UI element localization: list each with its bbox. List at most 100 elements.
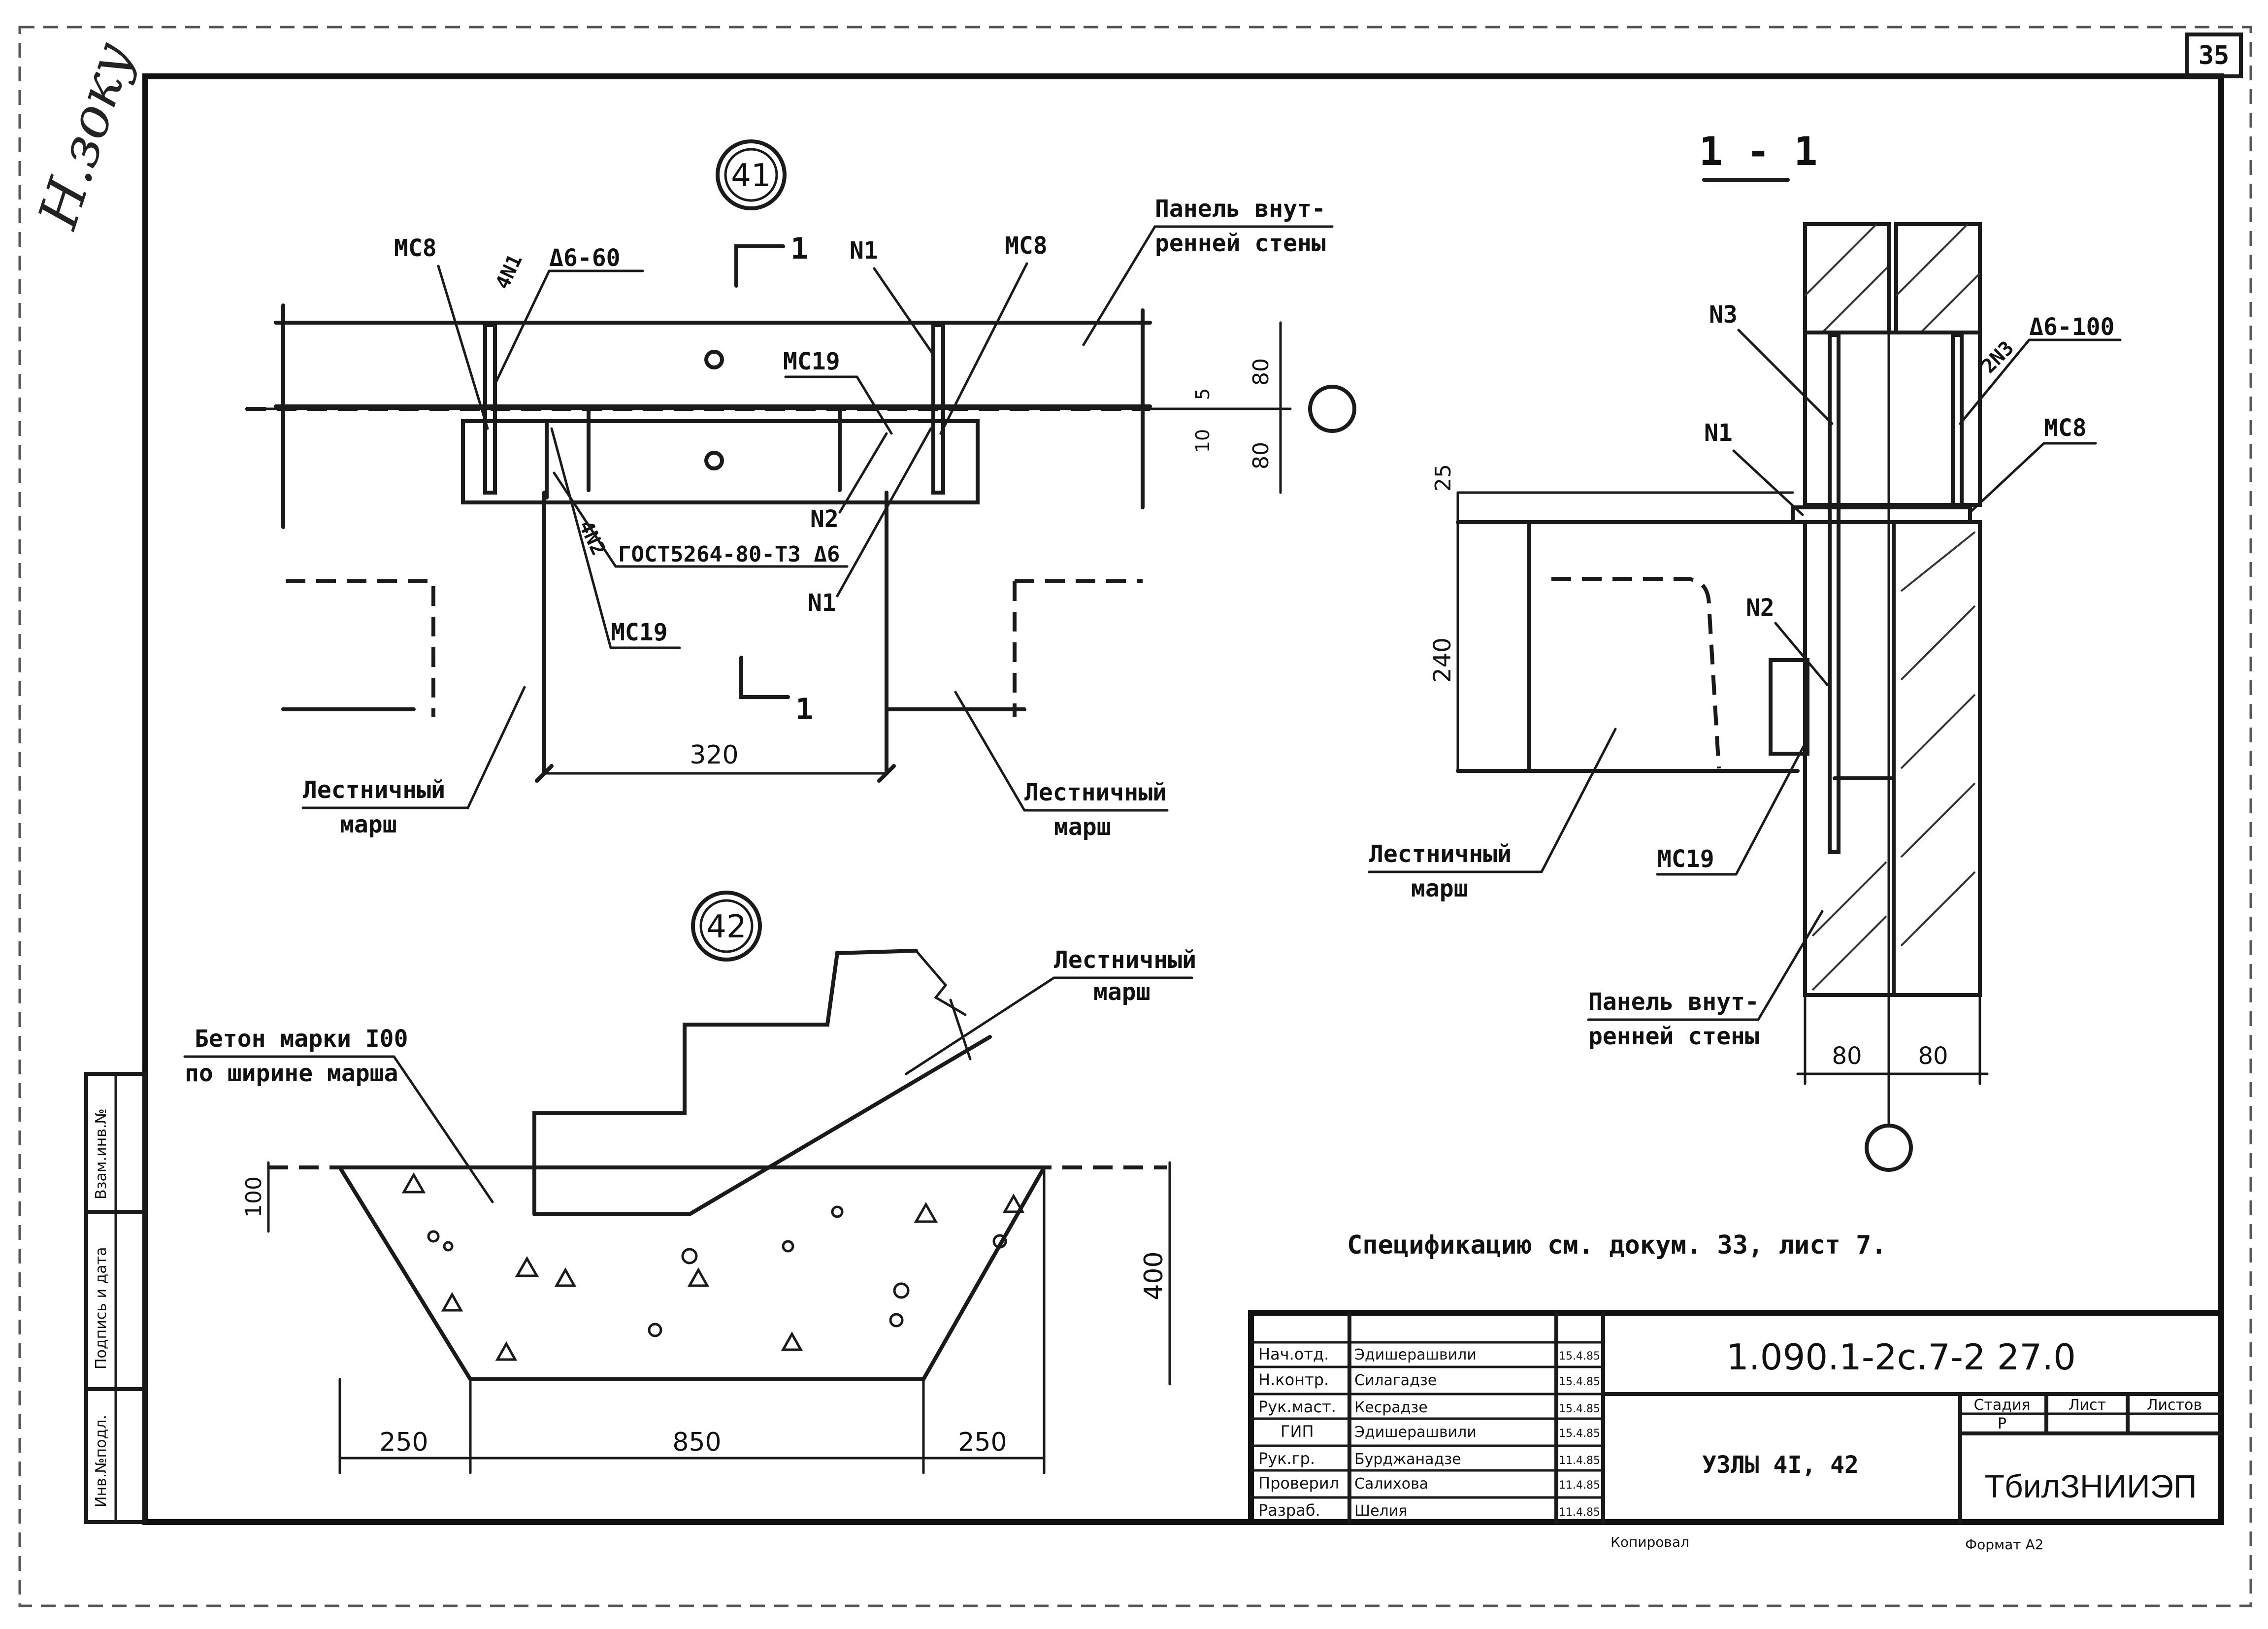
row-5-name: Салихова <box>1354 1475 1428 1493</box>
side-stamp-inv: Инв.№подл. <box>93 1415 110 1507</box>
leader-stair-right <box>954 691 1026 812</box>
label-n1-top: N1 <box>850 237 878 265</box>
section-arrow-top <box>734 244 785 288</box>
label-mc19-bottom: МС19 <box>611 619 668 646</box>
row-2-name: Кесрадзе <box>1354 1399 1428 1416</box>
side-stamp: Инв.№подл. Подпись и дата Взам.инв.№ <box>84 1072 147 1524</box>
dim-5: 5 <box>1192 388 1214 400</box>
plate-mc19-section <box>1769 658 1809 756</box>
dim-100: 100 <box>241 1176 266 1218</box>
dim-80-left: 80 <box>1832 1042 1862 1070</box>
section-title: 1 - 1 <box>1699 129 1818 174</box>
leader-n2-section <box>1774 622 1829 686</box>
label-weld-4n1: 4N1 <box>491 251 526 293</box>
leader-panel-section <box>1757 910 1824 1021</box>
dim-850: 850 <box>672 1428 721 1457</box>
leader-mc19-bottom <box>550 427 612 649</box>
label-stair-left-line2: марш <box>340 811 397 838</box>
label-mc19-top: МС19 <box>783 348 840 375</box>
stair-right-outline <box>1013 579 1143 717</box>
row-1-date: 15.4.85 <box>1559 1376 1600 1388</box>
steel-plate-mc19 <box>461 419 980 504</box>
dim-80-top: 80 <box>1249 358 1274 386</box>
leader-stair-42 <box>905 976 1055 1075</box>
label-mc8-right: МС8 <box>1005 232 1048 260</box>
node-42: 42 Бетон марки I00 по ширине марша Лестн… <box>183 891 1196 1474</box>
stair-flight-steps <box>532 949 918 1216</box>
row-3-role: ГИП <box>1281 1422 1314 1441</box>
label-weld-spec-top: Δ6-60 <box>549 244 621 272</box>
row-5-role: Проверил <box>1258 1474 1339 1493</box>
side-stamp-sign: Подпись и дата <box>93 1247 110 1370</box>
axis-bubble <box>1308 385 1356 433</box>
format-label: Формат А2 <box>1965 1536 2043 1553</box>
row-4-date: 11.4.85 <box>1559 1455 1600 1467</box>
stair-flight-soffit <box>688 1035 992 1216</box>
row-4-name: Бурджанадзе <box>1354 1451 1461 1468</box>
stair-hidden-outline <box>1551 577 1721 769</box>
hole-bottom <box>704 451 724 470</box>
row-3-date: 15.4.85 <box>1559 1428 1600 1440</box>
page-number: 35 <box>2199 41 2230 70</box>
panel-lower-left <box>1803 520 1896 997</box>
node-41-marker-label: 41 <box>731 158 771 194</box>
section-arrow-bottom-label: 1 <box>795 692 813 727</box>
label-panel-section-line1: Панель внут- <box>1588 988 1759 1016</box>
sheets-header: Листов <box>2147 1396 2202 1414</box>
dim-10: 10 <box>1192 429 1214 453</box>
leader-weld-section <box>1959 338 2031 425</box>
leader-stair-left <box>466 686 526 809</box>
dim-80-bottom: 80 <box>1249 442 1274 469</box>
label-weld-spec-section: Δ6-100 <box>2029 313 2114 341</box>
dim-320-tick-l <box>535 764 554 783</box>
label-mc8-left: МС8 <box>394 234 437 262</box>
leader-mc8-section <box>1969 442 2045 514</box>
anchor-bar-right <box>931 323 945 495</box>
leader-stair-section <box>1540 728 1617 873</box>
leader-weld-top-slope <box>493 269 551 386</box>
label-stair-42-line2: марш <box>1093 978 1150 1006</box>
stair-left-outline <box>286 579 435 717</box>
stage-value: Р <box>1998 1415 2006 1432</box>
label-stair-right-line2: марш <box>1054 813 1111 841</box>
label-n2-section: N2 <box>1746 594 1775 622</box>
row-0-name: Эдишерашвили <box>1354 1346 1477 1363</box>
label-panel-line2: ренней стены <box>1155 230 1326 257</box>
label-weld-4n2: 4N2 <box>574 517 610 559</box>
dim-250-left: 250 <box>379 1428 428 1457</box>
leader-mc8-right <box>939 262 1028 435</box>
leader-panel <box>1082 225 1156 346</box>
section-arrow-bottom <box>739 656 790 699</box>
section-bar-n3 <box>1828 333 1841 854</box>
break-line <box>915 949 967 1016</box>
row-5-date: 11.4.85 <box>1559 1479 1600 1492</box>
row-0-role: Нач.отд. <box>1258 1345 1329 1363</box>
row-2-role: Рук.маст. <box>1258 1397 1336 1416</box>
title-org: ТбилЗНИИЭП <box>1985 1468 2197 1504</box>
label-stair-left-line1: Лестничный <box>303 776 445 804</box>
node-41: 41 1 1 МС8 4N1 Δ6-6 <box>245 139 1356 841</box>
row-2-date: 15.4.85 <box>1559 1403 1600 1415</box>
leader-mc8-left <box>437 265 489 430</box>
anchor-bar-left <box>483 323 497 495</box>
label-n3: N3 <box>1709 301 1738 329</box>
row-6-date: 11.4.85 <box>1559 1506 1600 1519</box>
leader-mc19-section <box>1735 737 1809 876</box>
panel-lower-hatch <box>1811 531 1976 991</box>
label-concrete-line2: по ширине марша <box>185 1060 398 1087</box>
concrete-footing <box>336 1165 1048 1381</box>
spec-note: Спецификацию см. докум. 33, лист 7. <box>1347 1230 1887 1260</box>
panel-lower-right <box>1892 520 1982 997</box>
node-41-marker-inner <box>724 148 778 202</box>
label-n1-bottom: N1 <box>808 589 836 617</box>
leader-n3 <box>1737 329 1834 425</box>
page-number-box <box>2185 33 2243 78</box>
copied-label: Копировал <box>1611 1534 1689 1550</box>
row-0-date: 15.4.85 <box>1559 1350 1600 1363</box>
drawing-frame <box>142 73 2224 1525</box>
dim-250-right: 250 <box>958 1428 1007 1457</box>
section-bar-right <box>1951 333 1964 509</box>
dim-25: 25 <box>1431 464 1456 492</box>
leader-n1-section <box>1732 449 1804 516</box>
